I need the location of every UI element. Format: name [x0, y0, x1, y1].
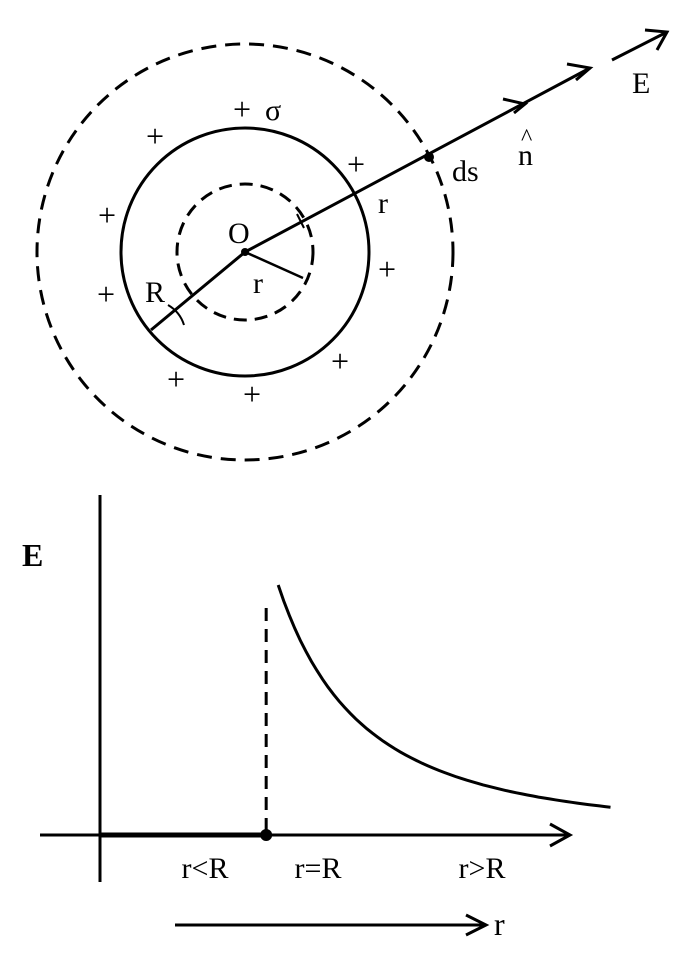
outer-radius-label: r	[378, 187, 388, 220]
charged-shell	[119, 126, 371, 378]
normal-label: n	[518, 139, 533, 172]
radius-R-label: R	[145, 276, 165, 309]
field-graph: E r<R r=R r>R r	[22, 495, 611, 942]
sphere-diagram: O R r r σ ds n ^ E + + + + + + + + +	[35, 28, 670, 462]
plot-marks	[100, 584, 611, 841]
radial-ray	[244, 66, 591, 254]
charge-sign: +	[233, 91, 251, 127]
charge-density-label: σ	[265, 94, 281, 127]
field-arrow-shaft	[611, 30, 668, 62]
x-axis-arrowhead	[549, 822, 574, 848]
charge-sign: +	[167, 361, 185, 397]
center-label: O	[228, 217, 250, 250]
inner-gaussian-surface	[175, 182, 315, 322]
inner-radius-label: r	[253, 267, 263, 300]
center-dot	[241, 248, 249, 256]
normal-hat: ^	[521, 125, 532, 151]
ray-arrowhead	[566, 62, 594, 82]
field-label: E	[632, 67, 650, 100]
direction-label: r	[494, 906, 505, 942]
charge-signs: + + + + + + + + +	[97, 91, 396, 412]
boundary-point	[260, 829, 273, 841]
inner-crossing-tick	[296, 213, 305, 229]
charge-sign: +	[331, 343, 349, 379]
y-axis-label: E	[22, 537, 43, 573]
area-element-dot	[424, 152, 434, 162]
charge-sign: +	[146, 118, 164, 154]
region-outside-label: r>R	[459, 852, 506, 885]
radius-R-line	[150, 250, 246, 332]
radius-R-tick	[167, 304, 185, 326]
charge-sign: +	[347, 146, 365, 182]
field-arrowhead	[644, 28, 670, 51]
region-boundary-label: r=R	[295, 852, 342, 885]
outside-field-curve	[276, 584, 611, 809]
direction-arrowhead	[465, 913, 490, 937]
normal-arrowhead	[502, 97, 529, 115]
region-inside-label: r<R	[182, 852, 229, 885]
charge-sign: +	[243, 376, 261, 412]
area-element-label: ds	[452, 155, 479, 188]
charge-sign: +	[98, 197, 116, 233]
charge-sign: +	[378, 251, 396, 287]
charge-sign: +	[97, 276, 115, 312]
inner-radius-line	[244, 250, 304, 280]
outer-gaussian-surface	[35, 42, 455, 462]
